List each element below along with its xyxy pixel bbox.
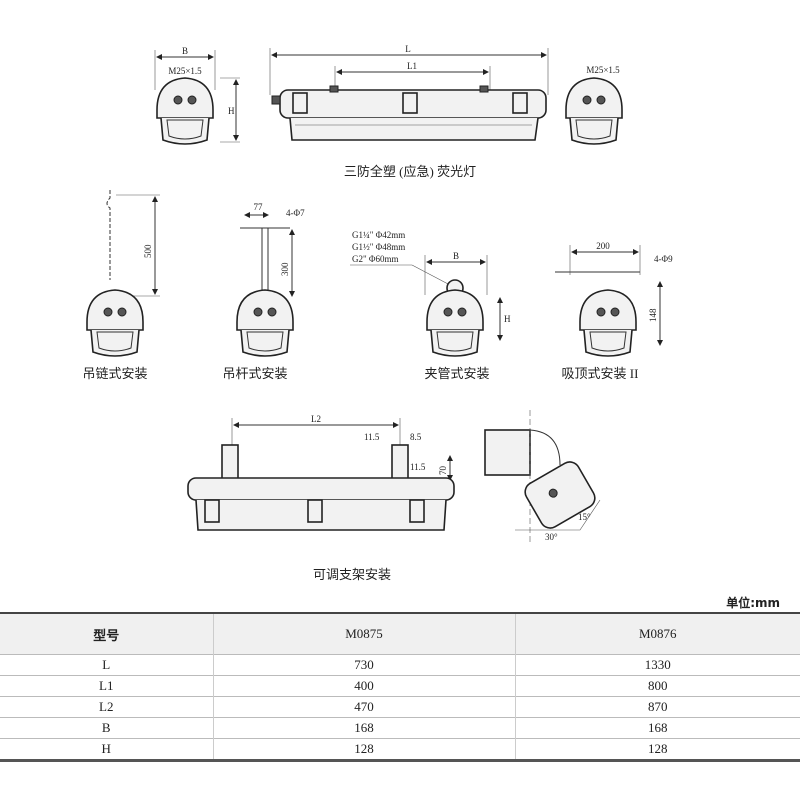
dim-11-5-a: 11.5 xyxy=(364,432,380,442)
dim-h-label: H xyxy=(228,106,235,116)
dim-l-label: L xyxy=(405,44,411,54)
dim-200: 200 xyxy=(596,241,610,251)
cell: 168 xyxy=(212,717,515,739)
header-m0876: M0876 xyxy=(514,613,800,655)
table-header-row: 型号 M0875 M0876 xyxy=(0,613,800,655)
header-model: 型号 xyxy=(93,628,120,644)
dim-300: 300 xyxy=(280,262,290,276)
cell: 400 xyxy=(212,675,515,697)
bracket-angle-view: 30° 15° xyxy=(484,410,601,545)
cell: 128 xyxy=(212,738,515,761)
row-label: H xyxy=(101,741,111,756)
row-label: L2 xyxy=(99,699,114,714)
end-view-left: B M25×1.5 H xyxy=(154,46,240,145)
dim-70: 70 xyxy=(438,466,448,476)
pipe-clamp-caption: 夹管式安装 xyxy=(424,366,489,381)
pipe-size-1: G1¼" Φ42mm xyxy=(352,230,405,240)
unit-label: 单位:mm xyxy=(726,596,780,610)
cell: 730 xyxy=(212,654,515,676)
chain-mount-caption: 吊链式安装 xyxy=(82,366,147,381)
dim-b-label: B xyxy=(182,46,188,56)
dim-8-5: 8.5 xyxy=(410,432,422,442)
row-label: B xyxy=(101,720,111,735)
bracket-mount: L2 11.5 8.5 11.5 70 可调支架安装 xyxy=(187,414,455,582)
dim-l2: L2 xyxy=(311,414,321,424)
ceiling-mount: 200 4-Φ9 148 吸顶式安装 II xyxy=(555,241,673,381)
ceiling-mount-caption: 吸顶式安装 II xyxy=(562,366,639,381)
row-label: L xyxy=(102,657,111,672)
dim-h-clamp: H xyxy=(504,314,511,324)
dim-500: 500 xyxy=(143,244,153,258)
cell: 800 xyxy=(514,675,800,697)
pipe-size-2: G1½" Φ48mm xyxy=(352,242,405,252)
header-m0875: M0875 xyxy=(212,613,515,655)
thread-label: M25×1.5 xyxy=(168,66,202,76)
angle-30: 30° xyxy=(545,532,558,542)
end-view-right: M25×1.5 xyxy=(565,65,623,145)
dim-148: 148 xyxy=(648,308,658,322)
dim-4-phi7: 4-Φ7 xyxy=(286,208,305,218)
cell: 870 xyxy=(514,696,800,718)
dim-11-5-b: 11.5 xyxy=(410,462,426,472)
thread-label-right: M25×1.5 xyxy=(586,65,620,75)
cell: 1330 xyxy=(514,654,800,676)
chain-mount: 500 吊链式安装 xyxy=(82,190,160,381)
cell: 128 xyxy=(514,738,800,761)
side-view: L L1 xyxy=(269,44,549,141)
dim-b-clamp: B xyxy=(453,251,459,261)
bracket-caption: 可调支架安装 xyxy=(313,567,391,582)
dim-l1-label: L1 xyxy=(407,61,417,71)
rod-mount-caption: 吊杆式安装 xyxy=(222,366,287,381)
pipe-size-3: G2" Φ60mm xyxy=(352,254,399,264)
rod-mount: 77 4-Φ7 300 吊杆式安装 xyxy=(222,202,305,381)
cell: 470 xyxy=(212,696,515,718)
dim-4-phi9: 4-Φ9 xyxy=(654,254,673,264)
technical-drawing: B M25×1.5 H L L1 M25×1.5 三防全塑 (应急) 荧光灯 5… xyxy=(82,44,673,582)
row-label: L1 xyxy=(99,678,114,693)
main-caption: 三防全塑 (应急) 荧光灯 xyxy=(344,164,476,179)
dim-77: 77 xyxy=(254,202,264,212)
angle-15: 15° xyxy=(578,512,591,522)
cell: 168 xyxy=(514,717,800,739)
pipe-clamp-mount: G1¼" Φ42mm G1½" Φ48mm G2" Φ60mm B H 夹管式安… xyxy=(350,230,511,381)
